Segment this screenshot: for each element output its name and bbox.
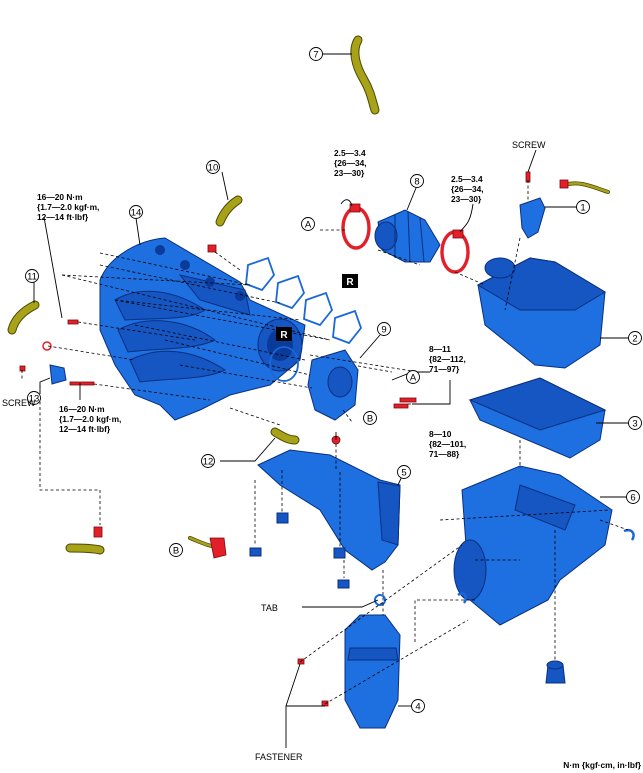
svg-text:7: 7: [313, 50, 318, 61]
part-number-6: 6: [626, 490, 640, 504]
units-note: N·m {kgf·cm, in·lbf}: [563, 760, 641, 770]
manifold-gaskets: [245, 256, 363, 382]
svg-text:12: 12: [203, 457, 214, 468]
svg-text:14: 14: [131, 208, 142, 219]
svg-text:2.5—3.4: 2.5—3.4: [451, 174, 483, 184]
part-number-11: 11: [25, 269, 39, 283]
torque-throttle-body: 8—11 {82—112, 71—97}: [429, 344, 466, 374]
grommets: [249, 512, 635, 606]
part-number-13: 13: [27, 391, 41, 405]
svg-text:8: 8: [414, 177, 419, 188]
svg-text:71—88}: 71—88}: [429, 449, 460, 459]
svg-text:2.5—3.4: 2.5—3.4: [334, 148, 366, 158]
svg-text:{82—101,: {82—101,: [429, 439, 466, 449]
svg-text:A: A: [410, 373, 417, 384]
svg-text:{82—112,: {82—112,: [429, 354, 466, 364]
svg-text:{1.7—2.0 kgf·m,: {1.7—2.0 kgf·m,: [37, 202, 99, 212]
bolts: [19, 244, 417, 707]
svg-text:B: B: [173, 546, 179, 557]
air-cleaner-cover: [476, 257, 606, 369]
svg-text:3: 3: [632, 419, 637, 430]
part-number-8: 8: [410, 174, 424, 188]
svg-text:B: B: [367, 414, 373, 425]
svg-text:16—20 N·m: 16—20 N·m: [37, 192, 83, 202]
svg-text:9: 9: [381, 325, 386, 336]
torque-clamp-right: 2.5—3.4 {26—34, 23—30}: [451, 174, 484, 204]
callout-a-left: A: [301, 217, 315, 231]
svg-text:5: 5: [401, 468, 406, 479]
svg-text:4: 4: [415, 702, 420, 713]
screw-label-left: SCREW: [2, 398, 36, 408]
air-filter-element: [468, 377, 607, 459]
svg-text:2: 2: [632, 334, 637, 345]
part-number-7: 7: [309, 47, 323, 61]
svg-text:23—30}: 23—30}: [334, 168, 365, 178]
svg-text:{1.7—2.0 kgf·m,: {1.7—2.0 kgf·m,: [59, 414, 121, 424]
breather-hoses: [7, 35, 380, 559]
svg-text:1: 1: [580, 203, 585, 214]
air-hose: [374, 209, 441, 263]
throttle-body: [307, 349, 359, 421]
replace-marker-gaskets: R: [342, 274, 358, 288]
part-number-4: 4: [411, 699, 425, 713]
torque-manifold-upper: 16—20 N·m {1.7—2.0 kgf·m, 12—14 ft·lbf}: [37, 192, 99, 222]
torque-clamp-left: 2.5—3.4 {26—34, 23—30}: [334, 148, 367, 178]
callout-b-right: B: [363, 411, 377, 425]
intake-manifold: [99, 237, 306, 421]
callout-a-right: A: [406, 370, 420, 384]
part-number-2: 2: [628, 331, 642, 345]
torque-manifold-lower: 16—20 N·m {1.7—2.0 kgf·m, 12—14 ft·lbf}: [59, 404, 121, 434]
svg-text:71—97}: 71—97}: [429, 364, 460, 374]
hose-clamps: [341, 203, 470, 274]
part-number-12: 12: [201, 454, 215, 468]
air-cleaner-case: [453, 465, 613, 684]
resonator: [257, 449, 401, 571]
replace-marker-oring: R: [276, 327, 292, 341]
svg-text:13: 13: [29, 394, 40, 405]
svg-text:8—10: 8—10: [429, 429, 452, 439]
svg-text:12—14 ft·lbf}: 12—14 ft·lbf}: [59, 424, 111, 434]
callout-b-left: B: [169, 543, 183, 557]
tab-label: TAB: [261, 603, 278, 613]
part-number-14: 14: [129, 205, 143, 219]
part-number-9: 9: [377, 322, 391, 336]
part-number-1: 1: [576, 200, 590, 214]
fastener-label: FASTENER: [255, 752, 303, 762]
svg-text:R: R: [346, 277, 354, 288]
svg-text:A: A: [305, 220, 312, 231]
maf-sensor: [519, 171, 610, 239]
svg-text:12—14 ft·lbf}: 12—14 ft·lbf}: [37, 212, 89, 222]
svg-text:6: 6: [630, 493, 635, 504]
part-number-5: 5: [397, 465, 411, 479]
assembly-lines: [21, 180, 629, 705]
svg-text:11: 11: [27, 272, 37, 283]
svg-text:{26—34,: {26—34,: [451, 184, 484, 194]
air-duct: [344, 614, 401, 729]
part-number-3: 3: [628, 416, 642, 430]
svg-text:23—30}: 23—30}: [451, 194, 482, 204]
svg-text:R: R: [280, 330, 288, 341]
part-number-10: 10: [206, 160, 220, 174]
svg-text:16—20 N·m: 16—20 N·m: [59, 404, 105, 414]
svg-text:8—11: 8—11: [429, 344, 451, 354]
screw-label-top: SCREW: [512, 140, 546, 150]
torque-bracket: 8—10 {82—101, 71—88}: [429, 429, 466, 459]
svg-text:{26—34,: {26—34,: [334, 158, 367, 168]
svg-text:10: 10: [208, 163, 219, 174]
